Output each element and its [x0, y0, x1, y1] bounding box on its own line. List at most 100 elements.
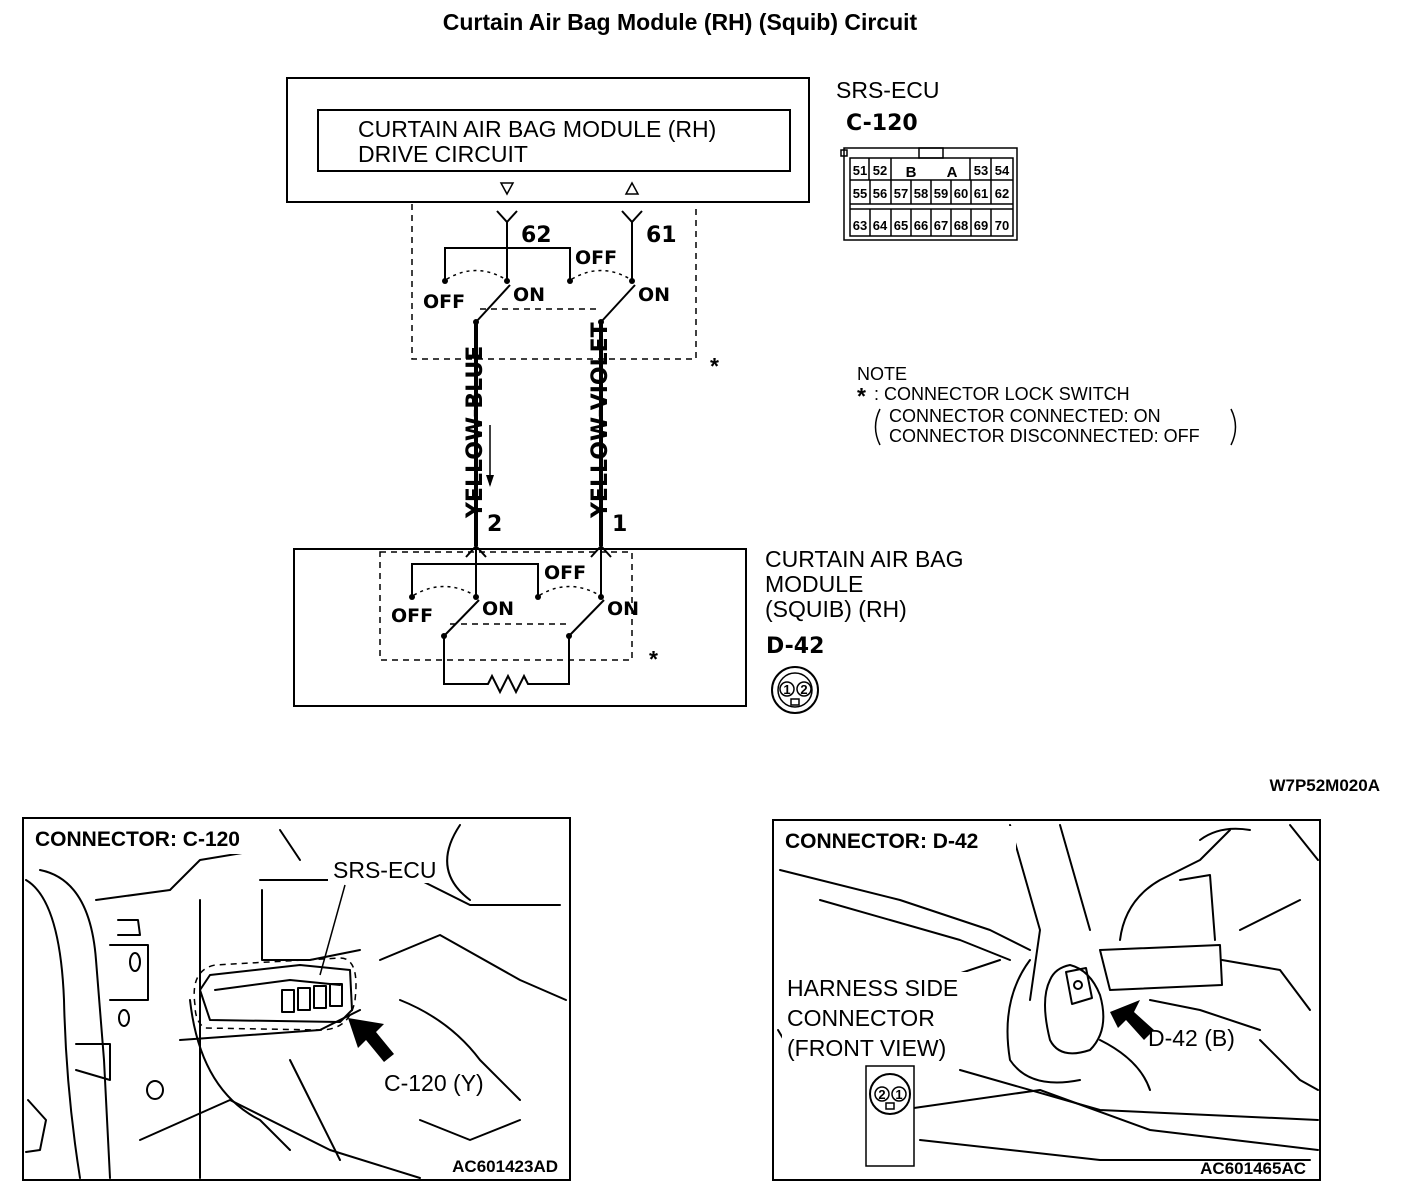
pin-label: 55	[853, 186, 867, 201]
short-bar	[444, 247, 571, 281]
wire-color-right: YELLOW-VIOLET	[588, 322, 613, 519]
wire-color-left: YELLOW-BLUE	[463, 346, 488, 519]
pin-label: B	[906, 164, 917, 181]
connector-key	[840, 149, 848, 157]
callout-arrow-icon	[348, 1018, 394, 1062]
note-block: NOTE * : CONNECTOR LOCK SWITCH CONNECTOR…	[857, 364, 1237, 446]
switch-blade	[568, 599, 605, 637]
panel-ecu-label: SRS-ECU	[333, 857, 437, 883]
panel-heading: CONNECTOR: D-42	[785, 830, 978, 853]
harness-connector-face: 2 1	[865, 1065, 915, 1167]
switch-blade	[443, 599, 480, 637]
pin-label: 70	[995, 218, 1009, 233]
pin-61-chevron-icon	[621, 210, 643, 224]
ecu-connector-id: C-120	[846, 111, 918, 136]
module-switch-dashed-boundary	[379, 551, 633, 661]
panel-heading: CONNECTOR: C-120	[35, 828, 240, 851]
switch-blade	[475, 284, 511, 323]
harness-label-line1: HARNESS SIDE	[787, 975, 958, 1001]
pin-label: 2	[800, 682, 807, 697]
diagram-code: W7P52M020A	[1269, 776, 1380, 795]
switch-off-label: OFF	[391, 605, 433, 627]
diagram-title: Curtain Air Bag Module (RH) (Squib) Circ…	[443, 9, 918, 35]
module-name-line3: (SQUIB) (RH)	[765, 596, 907, 622]
pin-label: 52	[873, 163, 887, 178]
pin-61-label: 61	[646, 223, 677, 248]
callout-arrow-icon	[1110, 1000, 1154, 1040]
pin-label: 66	[914, 218, 928, 233]
switch-off-label: OFF	[575, 247, 617, 269]
module-outline	[293, 548, 747, 707]
pin-label: 51	[853, 163, 867, 178]
module-connector-id: D-42	[766, 634, 824, 659]
ecu-outline	[286, 77, 810, 203]
srs-ecu-block: CURTAIN AIR BAG MODULE (RH) DRIVE CIRCUI…	[286, 77, 810, 203]
panel-connector-d42: CONNECTOR: D-42 HARNESS SIDE CONNECTOR (…	[772, 819, 1321, 1181]
pin-label: 1	[783, 682, 790, 697]
switch-off-label: OFF	[544, 562, 586, 584]
pin-label: 59	[934, 186, 948, 201]
panel-code: AC601423AD	[452, 1157, 558, 1176]
panel-callout: D-42 (B)	[1148, 1025, 1235, 1051]
module-connector-face: 1 2	[771, 666, 819, 714]
terminal-61-triangle-icon	[624, 181, 640, 195]
harness-label-line3: (FRONT VIEW)	[787, 1035, 946, 1061]
switch-on-label: ON	[513, 284, 545, 306]
short-bar	[411, 563, 539, 597]
pin-label: 69	[974, 218, 988, 233]
pin-label: 65	[894, 218, 908, 233]
panel-callout: C-120 (Y)	[384, 1070, 484, 1096]
dashboard-illustration	[25, 824, 567, 1179]
panel-frame	[772, 819, 1321, 1181]
trim-illustration	[777, 824, 1319, 1161]
pin-62-chevron-icon	[496, 210, 518, 224]
switch-on-label: ON	[482, 598, 514, 620]
ecu-name: SRS-ECU	[836, 77, 940, 103]
pin-label: 58	[914, 186, 928, 201]
pin-label: 2	[878, 1087, 885, 1102]
pin-label: 64	[873, 218, 888, 233]
note-line1: : CONNECTOR LOCK SWITCH	[874, 384, 1130, 404]
pin-label: 57	[894, 186, 908, 201]
connector-latch	[918, 147, 944, 159]
paren-left	[874, 408, 881, 446]
harness-wires: YELLOW-BLUE YELLOW-VIOLET 2 1	[463, 322, 627, 546]
ecu-connector-face: 51 52 B A 53 54 55 56 57 58 59 60 61 62 …	[840, 147, 1018, 241]
pin-label: 54	[995, 163, 1010, 178]
arrow-head-icon	[486, 475, 494, 487]
paren-right	[1230, 408, 1237, 446]
panel-connector-c120: CONNECTOR: C-120 SRS-ECU C-120 (Y) AC601…	[22, 817, 571, 1181]
note-heading: NOTE	[857, 364, 907, 384]
pin-1-label: 1	[612, 512, 627, 537]
pin-label: A	[947, 164, 958, 181]
pin-label: 67	[934, 218, 948, 233]
note-line2: CONNECTOR CONNECTED: ON	[889, 406, 1161, 426]
ecu-switch-dashed-boundary	[411, 204, 697, 360]
pin-label: 1	[895, 1087, 902, 1102]
pin-label: 61	[974, 186, 988, 201]
panel-frame	[22, 817, 571, 1181]
drive-circuit-label-line1: CURTAIN AIR BAG MODULE (RH)	[358, 116, 716, 142]
drive-circuit-box	[317, 109, 791, 172]
harness-label-line2: CONNECTOR	[787, 1005, 935, 1031]
pin-label: 68	[954, 218, 968, 233]
module-name-line1: CURTAIN AIR BAG	[765, 546, 964, 572]
pin-62-label: 62	[521, 223, 552, 248]
pin-label: 56	[873, 186, 887, 201]
pin-2-label: 2	[487, 512, 502, 537]
airbag-module-block: OFF ON OFF ON *	[293, 544, 747, 707]
pin-label: 62	[995, 186, 1009, 201]
squib-resistor	[443, 636, 570, 695]
panel-code: AC601465AC	[1200, 1159, 1306, 1178]
note-line3: CONNECTOR DISCONNECTED: OFF	[889, 426, 1200, 446]
asterisk-mark: *	[649, 646, 658, 672]
switch-blade	[600, 284, 636, 323]
asterisk-mark: *	[857, 383, 866, 409]
pin-label: 53	[974, 163, 988, 178]
switch-on-label: ON	[638, 284, 670, 306]
asterisk-mark: *	[710, 353, 719, 379]
switch-on-label: ON	[607, 598, 639, 620]
pin-label: 60	[954, 186, 968, 201]
ecu-lock-switch: 62 61 OFF ON OFF ON *	[411, 204, 719, 379]
